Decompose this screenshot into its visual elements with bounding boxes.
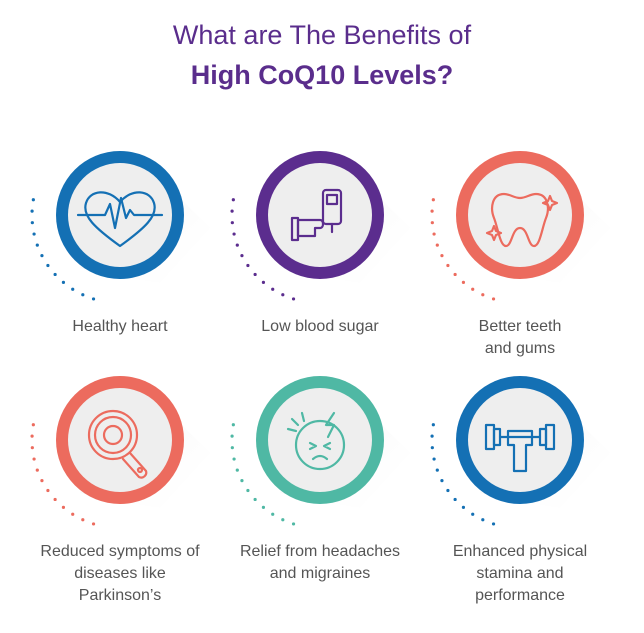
- dot: [435, 243, 439, 247]
- dot: [431, 423, 435, 427]
- benefit-label: Reduced symptoms of diseases like Parkin…: [40, 543, 200, 604]
- dot: [31, 423, 35, 427]
- benefit-item: Healthy heart: [20, 148, 220, 378]
- dot: [481, 518, 485, 522]
- dot: [446, 263, 450, 268]
- benefit-label: Relief from headaches and migraines: [239, 543, 401, 582]
- dot: [31, 198, 35, 202]
- dot: [61, 505, 66, 510]
- glucose-meter-icon: [290, 188, 343, 242]
- benefit-label: Low blood sugar: [261, 318, 379, 335]
- dot: [40, 254, 44, 258]
- dot: [53, 272, 57, 277]
- dot: [271, 512, 275, 516]
- dot: [30, 221, 34, 225]
- dot: [35, 468, 39, 472]
- benefit-label: Better teeth and gums: [478, 318, 562, 357]
- dot: [471, 287, 475, 291]
- title-line-2: High CoQ10 Levels?: [190, 60, 454, 90]
- dot: [30, 446, 34, 450]
- dot: [440, 479, 444, 483]
- benefit-badge: [230, 376, 410, 526]
- dot: [491, 297, 496, 301]
- dot: [430, 221, 434, 225]
- benefit-badge: [430, 376, 610, 526]
- dot: [481, 293, 485, 297]
- dot: [281, 293, 285, 297]
- dot: [291, 522, 296, 526]
- magnifier-virus-icon: [87, 409, 148, 479]
- dot: [40, 479, 44, 483]
- dot: [235, 243, 239, 247]
- dot: [235, 468, 239, 472]
- dot: [431, 198, 435, 202]
- benefit-item: Enhanced physical stamina and performanc…: [420, 373, 620, 604]
- dot: [53, 497, 57, 502]
- dot: [46, 488, 50, 493]
- dot: [232, 232, 236, 236]
- dot: [32, 232, 36, 236]
- dot: [291, 297, 296, 301]
- dot: [253, 272, 257, 277]
- dot: [440, 254, 444, 258]
- dot: [246, 488, 250, 493]
- dot: [61, 280, 66, 285]
- dot: [261, 280, 266, 285]
- benefit-item: Better teeth and gums: [420, 148, 620, 378]
- dot: [430, 434, 434, 438]
- dot: [453, 272, 457, 277]
- dot: [453, 497, 457, 502]
- dot: [35, 243, 39, 247]
- dot: [432, 232, 436, 236]
- dot: [230, 434, 234, 438]
- dot: [281, 518, 285, 522]
- dot: [491, 522, 496, 526]
- dot: [81, 518, 85, 522]
- dot: [271, 287, 275, 291]
- benefit-badge: [30, 376, 210, 526]
- benefit-badge: [30, 151, 210, 301]
- dot: [230, 209, 234, 213]
- dot: [461, 505, 466, 510]
- dot: [91, 522, 96, 526]
- dot: [71, 512, 75, 516]
- benefit-badge: [230, 151, 410, 301]
- dot: [32, 457, 36, 461]
- dot: [71, 287, 75, 291]
- dot: [253, 497, 257, 502]
- benefit-item: Low blood sugar: [220, 148, 420, 378]
- dot: [230, 221, 234, 225]
- dot: [432, 457, 436, 461]
- tooth-icon: [485, 192, 559, 248]
- benefit-label: Healthy heart: [72, 318, 168, 335]
- dot: [81, 293, 85, 297]
- dot: [230, 446, 234, 450]
- dot: [261, 505, 266, 510]
- headache-icon: [286, 411, 346, 471]
- dot: [46, 263, 50, 268]
- dot: [30, 434, 34, 438]
- benefit-item: Reduced symptoms of diseases like Parkin…: [20, 373, 220, 604]
- dumbbell-icon: [484, 423, 556, 473]
- heart-pulse-icon: [76, 191, 164, 248]
- benefit-label: Enhanced physical stamina and performanc…: [452, 543, 588, 604]
- title-line-1: What are The Benefits of: [172, 20, 472, 50]
- dot: [232, 457, 236, 461]
- benefit-badge: [430, 151, 610, 301]
- dot: [231, 423, 235, 427]
- dot: [446, 488, 450, 493]
- benefit-item: Relief from headaches and migraines: [220, 373, 420, 603]
- dot: [91, 297, 96, 301]
- dot: [435, 468, 439, 472]
- dot: [231, 198, 235, 202]
- dot: [30, 209, 34, 213]
- dot: [240, 479, 244, 483]
- dot: [430, 209, 434, 213]
- dot: [240, 254, 244, 258]
- dot: [430, 446, 434, 450]
- dot: [246, 263, 250, 268]
- dot: [471, 512, 475, 516]
- dot: [461, 280, 466, 285]
